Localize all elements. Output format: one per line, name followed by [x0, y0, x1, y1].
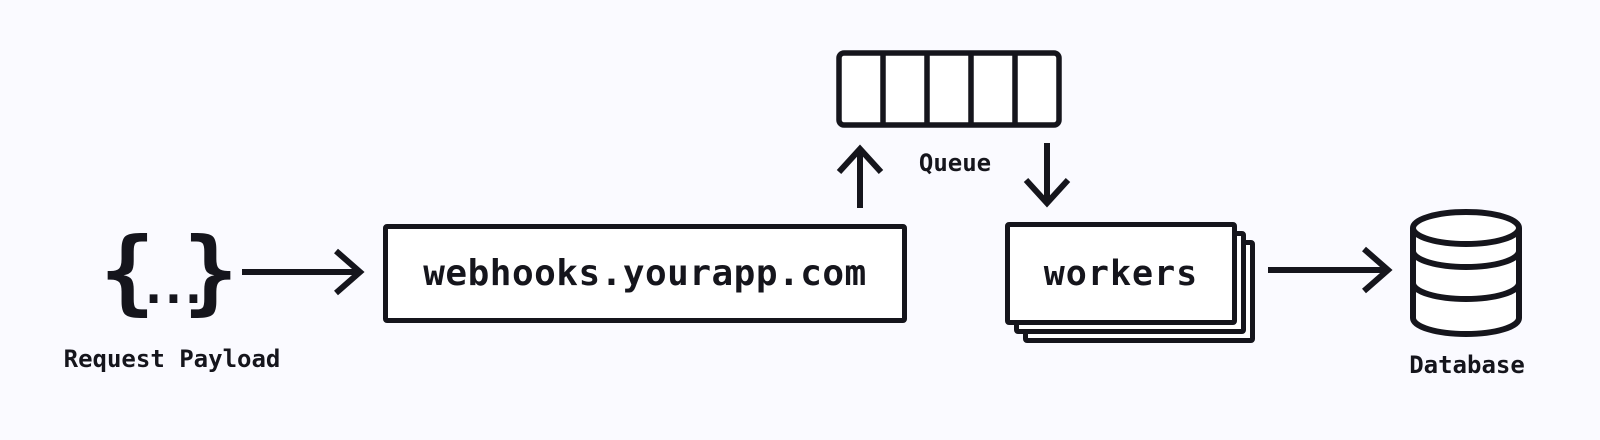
- workers-label: workers: [1043, 253, 1199, 294]
- open-brace-glyph: {: [99, 218, 156, 325]
- database-cylinder-icon: [1410, 209, 1522, 337]
- webhooks-endpoint-label: webhooks.yourapp.com: [423, 253, 867, 294]
- queue-icon: [836, 50, 1062, 128]
- webhooks-endpoint-node: webhooks.yourapp.com: [383, 224, 907, 323]
- ellipsis-glyph: ...: [139, 259, 208, 315]
- close-brace-glyph: }: [182, 218, 239, 325]
- arrow-queue-to-workers: [1023, 143, 1071, 208]
- request-payload-label: Request Payload: [63, 345, 281, 373]
- workers-node: workers: [1005, 222, 1237, 325]
- arrow-workers-to-database: [1268, 246, 1393, 294]
- queue-label: Queue: [918, 149, 992, 177]
- arrow-webhooks-to-queue: [836, 144, 884, 208]
- database-label: Database: [1409, 351, 1525, 379]
- arrow-payload-to-webhooks: [242, 248, 365, 296]
- json-braces-icon: { ... }: [99, 226, 239, 326]
